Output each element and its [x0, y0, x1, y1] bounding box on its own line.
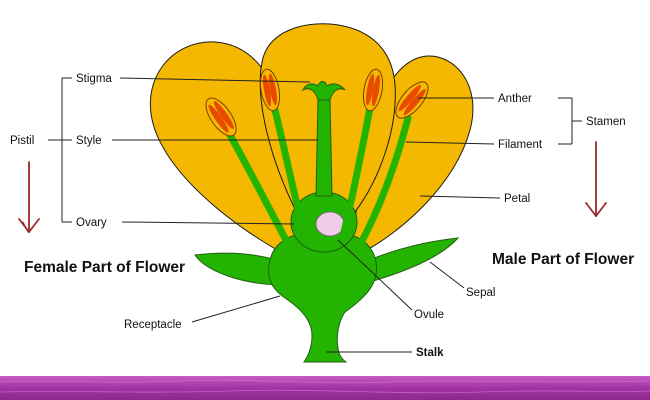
label-ovule: Ovule	[414, 309, 444, 321]
anther-right-inner	[362, 68, 384, 112]
bottom-band-texture	[0, 379, 650, 394]
ovary-leader	[121, 221, 295, 225]
anther-right	[395, 81, 429, 119]
style-shape	[315, 99, 333, 197]
filament-leader	[405, 141, 495, 145]
stamen-bracket	[558, 97, 582, 145]
anther-left	[205, 97, 237, 137]
down-arrow-left	[18, 161, 40, 233]
label-stigma: Stigma	[76, 73, 112, 85]
caption-male: Male Part of Flower	[492, 251, 634, 268]
stigma-shape	[301, 81, 346, 101]
sepal-right	[349, 237, 460, 286]
anther-left-inner	[259, 68, 281, 112]
petal-leader	[419, 195, 501, 199]
receptacle-leader	[191, 295, 281, 323]
sepal-leader	[429, 261, 465, 289]
filament-right	[346, 114, 412, 266]
label-stamen: Stamen	[586, 116, 626, 128]
pistil-bracket	[48, 77, 72, 223]
filament-right-inner	[338, 104, 374, 244]
caption-female: Female Part of Flower	[24, 259, 185, 276]
label-style: Style	[76, 135, 102, 147]
label-sepal: Sepal	[466, 287, 495, 299]
label-stalk: Stalk	[416, 347, 444, 359]
label-pistil: Pistil	[10, 135, 34, 147]
ovule-leader	[337, 239, 413, 311]
filament-left	[226, 131, 302, 266]
label-filament: Filament	[498, 139, 543, 151]
bottom-band	[0, 376, 650, 400]
label-receptacle: Receptacle	[124, 319, 182, 331]
filament-left-inner	[271, 106, 310, 244]
stigma-leader	[119, 77, 311, 83]
label-petal: Petal	[504, 193, 530, 205]
down-arrow-right	[585, 141, 607, 217]
ovule-shape	[315, 211, 345, 237]
label-anther: Anther	[498, 93, 532, 105]
label-ovary: Ovary	[76, 217, 107, 229]
